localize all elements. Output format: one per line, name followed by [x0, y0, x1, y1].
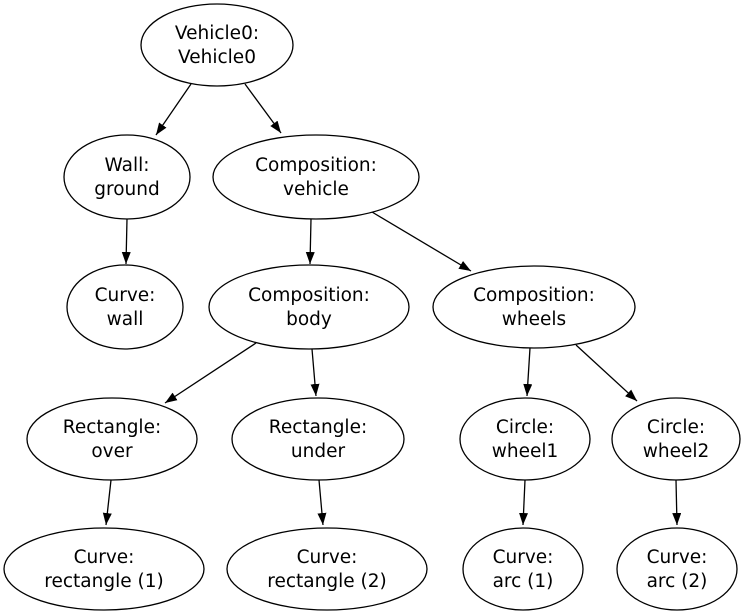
- node-composition-wheels-label-line1: Composition:: [473, 285, 595, 306]
- node-curve-arc-1-label-line2: arc (1): [493, 571, 554, 592]
- edge-vehicle0-to-wall-ground: [155, 83, 192, 136]
- node-composition-vehicle-ellipse: [212, 134, 420, 220]
- node-circle-wheel1: Circle: wheel1: [459, 397, 591, 481]
- node-rectangle-under-label-line1: Rectangle:: [269, 417, 367, 438]
- node-composition-body-label-line1: Composition:: [248, 285, 370, 306]
- node-curve-arc-2: Curve: arc (2): [616, 527, 738, 611]
- edge-rectangle-over-to-curve-rectangle-1: [102, 479, 112, 526]
- node-rectangle-under-label-line2: under: [291, 441, 346, 462]
- edge-composition-wheels-to-circle-wheel2: [575, 344, 638, 402]
- node-circle-wheel2-label-line1: Circle:: [647, 417, 705, 438]
- node-curve-rectangle-2-label-line2: rectangle (2): [267, 571, 386, 592]
- node-curve-arc-2-ellipse: [616, 527, 738, 611]
- node-curve-rectangle-1-ellipse: [3, 527, 205, 611]
- node-composition-wheels-label-line2: wheels: [502, 309, 566, 330]
- node-vehicle0-label-line2: Vehicle0: [178, 47, 256, 68]
- node-curve-wall: Curve: wall: [66, 264, 184, 350]
- edge-wall-ground-to-curve-wall: [121, 218, 131, 265]
- node-wall-ground-label-line2: ground: [94, 179, 159, 200]
- edge-vehicle0-to-composition-vehicle: [244, 83, 282, 134]
- node-rectangle-under: Rectangle: under: [231, 397, 405, 481]
- node-composition-body-label-line2: body: [286, 309, 332, 330]
- edge-composition-body-to-rectangle-under: [310, 348, 320, 397]
- node-curve-arc-1: Curve: arc (1): [462, 527, 584, 611]
- nodes-layer: Vehicle0: Vehicle0 Wall: ground Composit…: [3, 3, 741, 611]
- node-composition-vehicle-label-line2: vehicle: [283, 179, 349, 200]
- node-vehicle0-label-line1: Vehicle0:: [175, 23, 259, 44]
- node-rectangle-under-ellipse: [231, 397, 405, 481]
- node-vehicle0-ellipse: [140, 3, 294, 87]
- edges-layer: [102, 83, 682, 526]
- node-composition-vehicle-label-line1: Composition:: [255, 155, 377, 176]
- node-composition-vehicle: Composition: vehicle: [212, 134, 420, 220]
- node-circle-wheel2-ellipse: [611, 397, 741, 481]
- node-composition-body-ellipse: [208, 264, 410, 350]
- node-composition-wheels-ellipse: [432, 265, 636, 349]
- node-rectangle-over-label-line2: over: [91, 441, 133, 462]
- node-circle-wheel1-ellipse: [459, 397, 591, 481]
- node-curve-wall-label-line2: wall: [107, 309, 144, 330]
- node-vehicle0: Vehicle0: Vehicle0: [140, 3, 294, 87]
- node-rectangle-over-ellipse: [26, 397, 198, 481]
- node-curve-wall-label-line1: Curve:: [95, 285, 156, 306]
- node-curve-arc-2-label-line2: arc (2): [647, 571, 708, 592]
- node-rectangle-over-label-line1: Rectangle:: [63, 417, 161, 438]
- node-curve-rectangle-2: Curve: rectangle (2): [226, 527, 428, 611]
- node-composition-body: Composition: body: [208, 264, 410, 350]
- node-wall-ground-label-line1: Wall:: [105, 155, 150, 176]
- edge-circle-wheel2-to-curve-arc-2: [672, 479, 682, 526]
- node-circle-wheel1-label-line1: Circle:: [496, 417, 554, 438]
- node-rectangle-over: Rectangle: over: [26, 397, 198, 481]
- edge-composition-body-to-rectangle-over: [164, 342, 257, 404]
- node-curve-rectangle-2-ellipse: [226, 527, 428, 611]
- edge-composition-wheels-to-circle-wheel1: [523, 347, 533, 397]
- edge-rectangle-under-to-curve-rectangle-2: [317, 479, 327, 526]
- node-curve-rectangle-1: Curve: rectangle (1): [3, 527, 205, 611]
- node-circle-wheel1-label-line2: wheel1: [492, 441, 559, 462]
- node-wall-ground: Wall: ground: [63, 134, 191, 220]
- node-wall-ground-ellipse: [63, 134, 191, 220]
- node-circle-wheel2: Circle: wheel2: [611, 397, 741, 481]
- edge-circle-wheel1-to-curve-arc-1: [519, 479, 529, 526]
- node-curve-arc-2-label-line1: Curve:: [647, 547, 708, 568]
- edge-composition-vehicle-to-composition-wheels: [371, 211, 472, 272]
- node-curve-arc-1-ellipse: [462, 527, 584, 611]
- node-curve-rectangle-1-label-line1: Curve:: [74, 547, 135, 568]
- node-circle-wheel2-label-line2: wheel2: [643, 441, 710, 462]
- node-curve-rectangle-1-label-line2: rectangle (1): [44, 571, 163, 592]
- edge-composition-vehicle-to-composition-body: [305, 218, 315, 265]
- node-curve-wall-ellipse: [66, 264, 184, 350]
- node-curve-arc-1-label-line1: Curve:: [493, 547, 554, 568]
- node-composition-wheels: Composition: wheels: [432, 265, 636, 349]
- node-curve-rectangle-2-label-line1: Curve:: [297, 547, 358, 568]
